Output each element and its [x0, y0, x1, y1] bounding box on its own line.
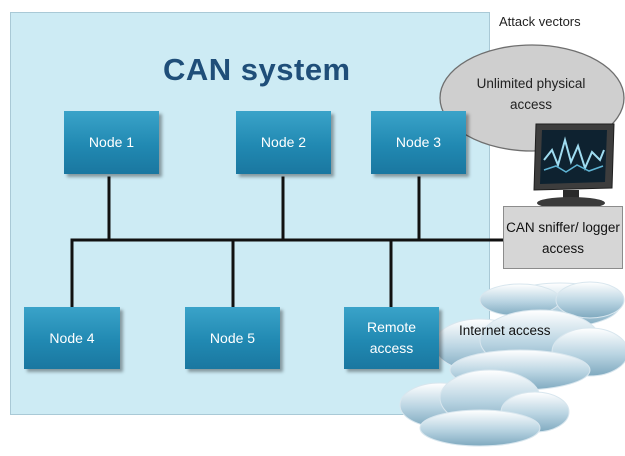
node-4-label: Node 4: [49, 329, 95, 346]
monitor-icon: [533, 123, 615, 209]
physical-access-label: Unlimited physical access: [476, 76, 586, 112]
node-1-label: Node 1: [88, 134, 135, 150]
node-4: Node 4: [24, 307, 120, 369]
node-1: Node 1: [64, 111, 159, 174]
node-5: Node 5: [185, 307, 280, 369]
internet-access-label: Internet access: [459, 323, 551, 338]
node-3: Node 3: [371, 111, 466, 174]
attack-vectors-title: Attack vectors: [499, 14, 581, 29]
node-3-label: Node 3: [395, 134, 442, 150]
remote-access-label: Remote access: [366, 319, 417, 356]
sniffer-box: CAN sniffer/ logger access: [503, 206, 623, 269]
internet-cloud: [399, 281, 625, 447]
sniffer-label: CAN sniffer/ logger access: [506, 219, 620, 256]
system-title: CAN system: [163, 52, 351, 87]
node-5-label: Node 5: [209, 329, 256, 346]
node-2-label: Node 2: [260, 134, 307, 150]
remote-access-node: Remote access: [344, 307, 439, 369]
node-2: Node 2: [236, 111, 331, 174]
